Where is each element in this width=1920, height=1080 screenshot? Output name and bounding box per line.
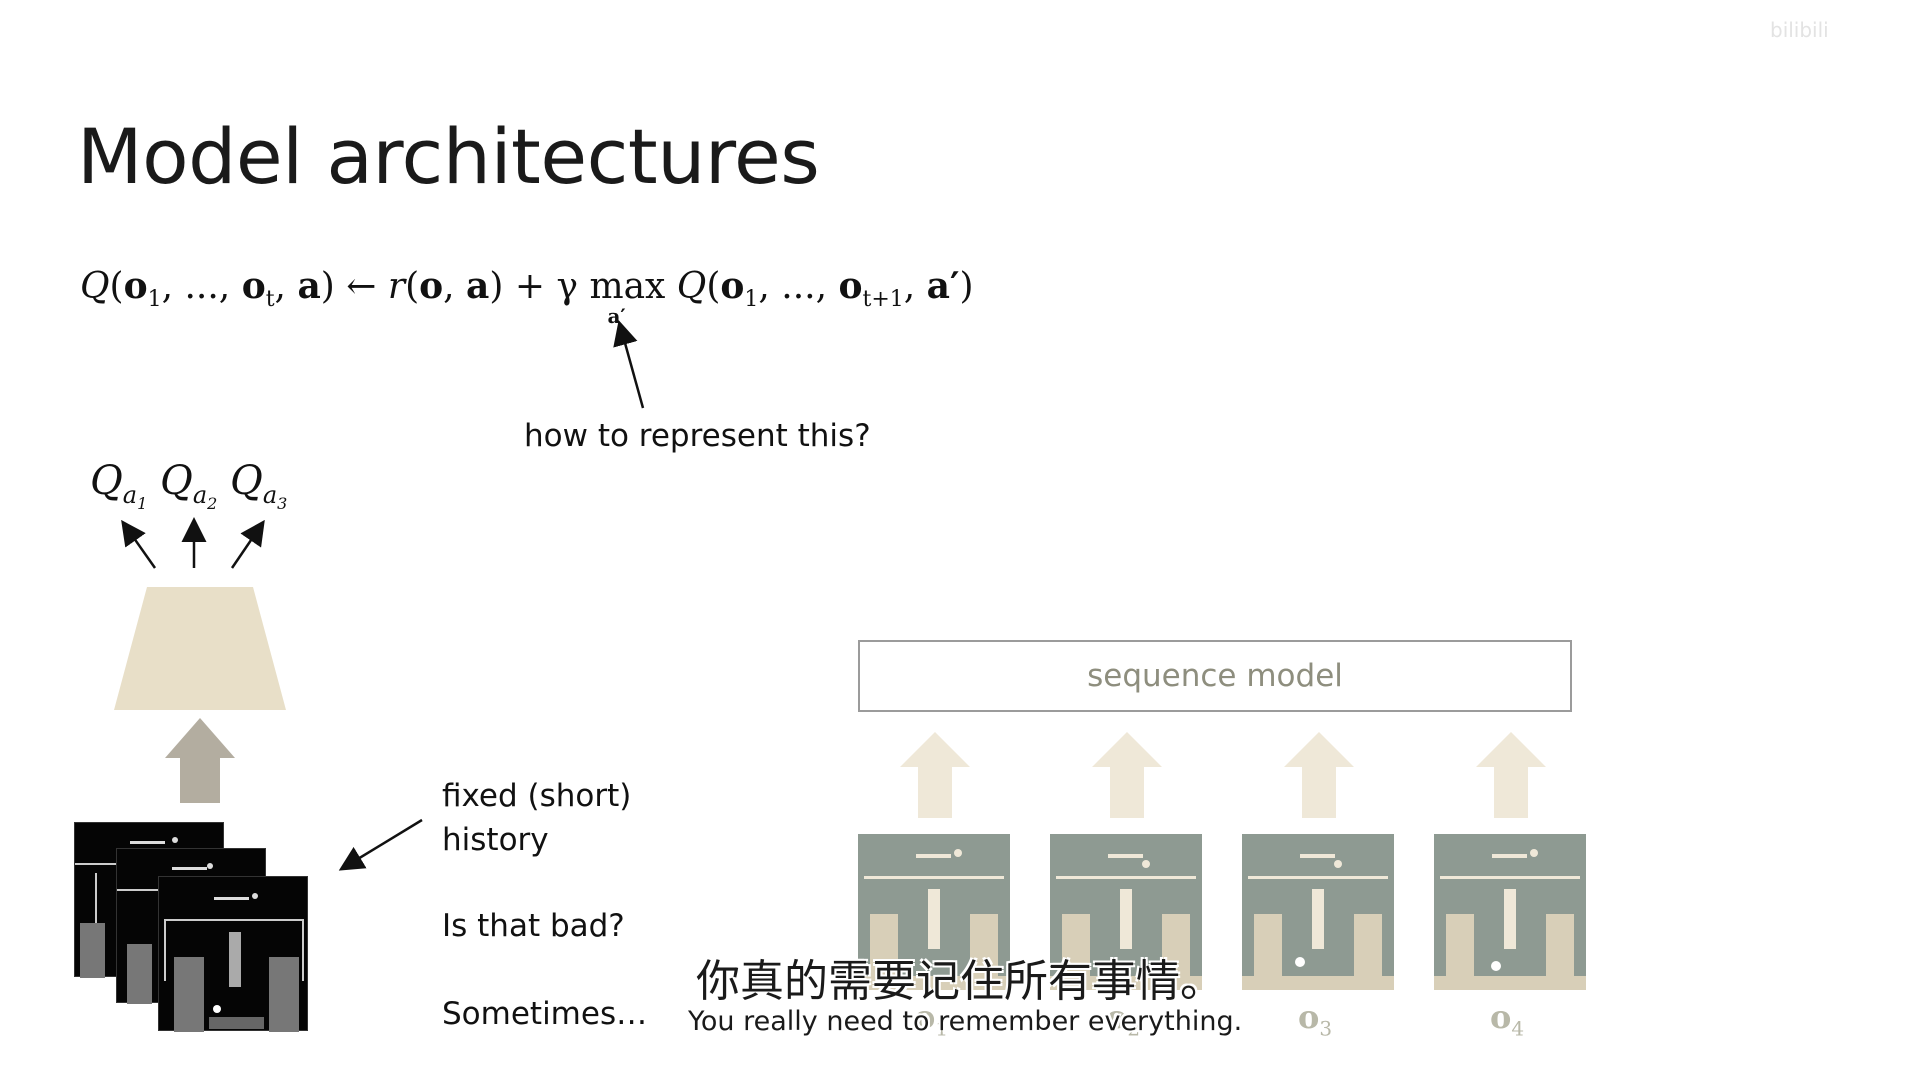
formula-subt: t <box>265 287 275 313</box>
observation-frame-3 <box>1242 834 1394 990</box>
pointer-arrow-to-q <box>613 320 645 409</box>
formula-arrow: ← <box>334 266 388 307</box>
q-output-1: Qa1 <box>90 458 148 513</box>
formula-sub1: 1 <box>147 287 162 313</box>
watermark: bilibili <box>1770 18 1829 42</box>
game-screen-3 <box>164 893 304 1032</box>
seq-arrow-2 <box>1092 732 1162 818</box>
formula-a-prime: a′ <box>926 265 960 307</box>
observation-frame-2 <box>1050 834 1202 990</box>
obs-label-4: o4 <box>1490 998 1525 1041</box>
seq-arrow-3 <box>1284 732 1354 818</box>
subtitle-english: You really need to remember everything. <box>688 1006 1243 1037</box>
slide-title: Model architectures <box>77 112 820 201</box>
fixed-history-line2: history <box>442 822 549 858</box>
q-output-2: Qa2 <box>160 458 218 513</box>
fixed-history-line1: fixed (short) <box>442 778 632 814</box>
observation-frame-4 <box>1434 834 1586 990</box>
obs-screen-3 <box>1242 854 1394 990</box>
formula-o1: o <box>123 265 148 307</box>
seq-arrow-1 <box>900 732 970 818</box>
obs-screen-1 <box>858 849 1010 990</box>
subtitle-chinese: 你真的需要记住所有事情。 <box>696 956 1224 1007</box>
q-output-labels: Qa1 Qa2 Qa3 <box>90 458 287 513</box>
obs-label-1: o1 <box>914 998 949 1041</box>
formula-plus-gamma: + γ <box>503 266 590 307</box>
output-arrow-3 <box>230 519 265 569</box>
formula-q: Q <box>80 266 110 307</box>
history-pointer-arrow <box>338 818 423 871</box>
formula-a: a <box>297 265 321 307</box>
sometimes-label: Sometimes… <box>442 996 648 1032</box>
q-output-3: Qa3 <box>230 458 288 513</box>
formula-dots: , ..., <box>161 266 242 307</box>
sequence-model-label: sequence model <box>1087 658 1343 694</box>
observation-frame-1 <box>858 834 1010 990</box>
obs-screen-4 <box>1434 849 1586 990</box>
obs-label-2: o2 <box>1106 998 1141 1041</box>
formula-ot: o <box>241 265 266 307</box>
network-trapezoid <box>114 587 286 710</box>
is-that-bad-label: Is that bad? <box>442 908 625 944</box>
output-arrow-1 <box>121 519 157 569</box>
formula-r: r <box>387 266 406 307</box>
how-to-represent-label: how to represent this? <box>524 418 871 454</box>
history-frame-3 <box>158 876 308 1032</box>
network-input-arrow <box>165 718 235 803</box>
formula-q-next: Q <box>676 266 707 307</box>
formula-sub-t1: t+1 <box>862 287 904 313</box>
obs-label-3: o3 <box>1298 998 1333 1041</box>
obs-screen-2 <box>1050 854 1202 990</box>
sequence-model-box: sequence model <box>858 640 1572 712</box>
seq-arrow-4 <box>1476 732 1546 818</box>
sequence-arrows <box>900 732 1546 818</box>
